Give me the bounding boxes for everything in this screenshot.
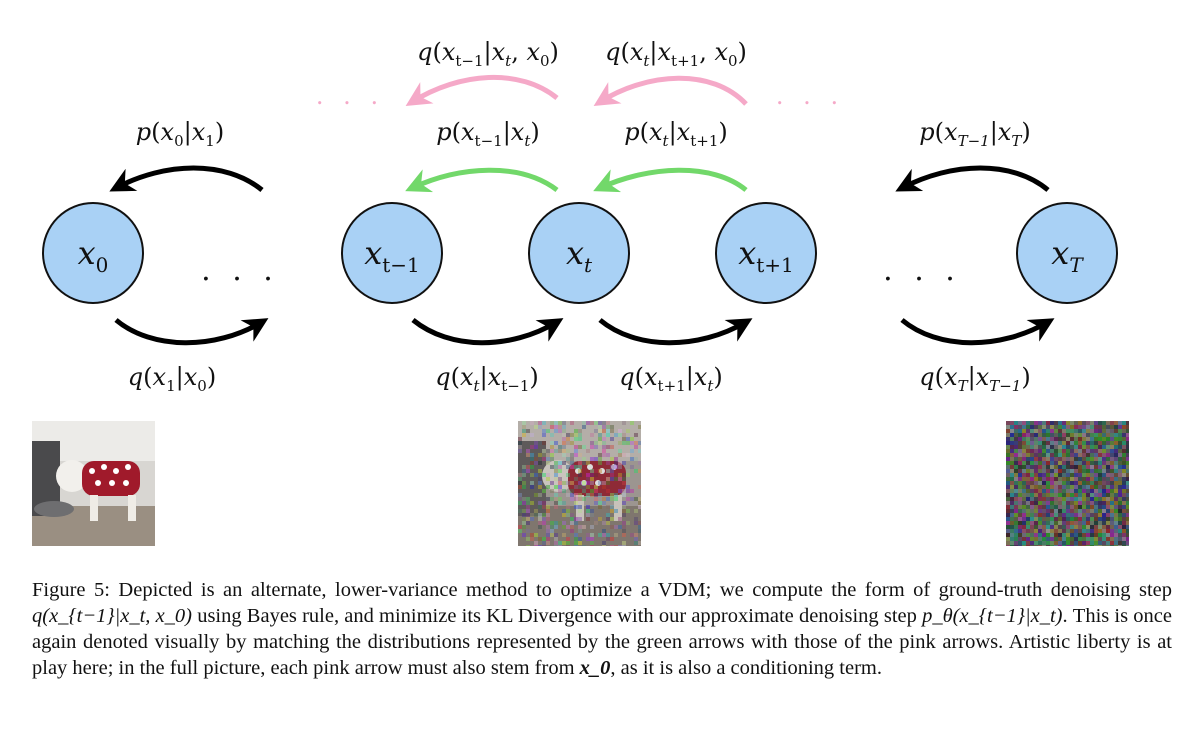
ellipsis-left: . . .: [201, 253, 279, 288]
forward-arrow-xt-xt+1: [598, 318, 753, 346]
label-q-x1-x0: q(x1|x0): [128, 363, 216, 395]
label-p-x0-x1: p(x0|x1): [136, 118, 224, 150]
pink-arrow-2: [593, 75, 748, 106]
green-arrow-2: [593, 167, 748, 193]
green-arrow-1: [405, 167, 559, 193]
svg-text:xt: xt: [566, 234, 593, 277]
ellipsis-top-left: . . .: [316, 82, 384, 110]
caption-math-x0: x_0: [579, 657, 611, 679]
node-xt+1: xt+1: [715, 202, 817, 304]
label-p-xt-1-xt: p(xt−1|xt): [436, 118, 539, 150]
reverse-arrow-xT-xT-1: [895, 165, 1050, 192]
label-q-xT-xT-1: q(xT|xT−1): [919, 363, 1030, 395]
clean-dog-photo: [32, 421, 155, 546]
pure-noise-image: [1006, 421, 1129, 546]
diagram-canvas: x0 xt−1 xt xt+1 xT . . . . . . . . . . .…: [42, 38, 1118, 395]
label-pink-q-xt-1: q(xt−1|xt, x0): [417, 38, 559, 70]
reverse-arrow-x1-x0: [109, 165, 264, 192]
caption-text-2: using Bayes rule, and minimize its KL Di…: [192, 605, 923, 627]
node-xt: xt: [528, 202, 630, 304]
noisy-dog-photo: [518, 421, 641, 546]
node-xt-1: xt−1: [341, 202, 443, 304]
ellipsis-right: . . .: [883, 253, 961, 288]
figure-caption: Figure 5: Depicted is an alternate, lowe…: [32, 577, 1172, 681]
label-p-xT-1-xT: p(xT−1|xT): [919, 118, 1030, 150]
label-p-xt-xt+1: p(xt|xt+1): [624, 118, 727, 150]
pink-arrow-1: [405, 74, 559, 106]
forward-arrow-x0-x1: [114, 318, 269, 346]
svg-text:xT: xT: [1051, 234, 1084, 277]
label-pink-q-xt: q(xt|xt+1, x0): [605, 38, 747, 70]
forward-arrow-xT-1-xT: [900, 318, 1055, 346]
label-q-xt+1-xt: q(xt+1|xt): [619, 363, 722, 395]
svg-text:xt−1: xt−1: [364, 234, 420, 277]
caption-math-q: q(x_{t−1}|x_t, x_0): [32, 605, 193, 627]
node-x0: x0: [42, 202, 144, 304]
caption-text-1: Figure 5: Depicted is an alternate, lowe…: [32, 579, 1172, 601]
caption-text-3: . This is once again denoted visually by…: [32, 605, 1172, 679]
caption-math-p: p_θ(x_{t−1}|x_t): [922, 605, 1063, 627]
forward-arrow-xt-1-xt: [411, 318, 564, 346]
caption-text-4: , as it is also a conditioning term.: [610, 657, 882, 679]
ellipsis-top-right: . . .: [776, 82, 844, 110]
svg-text:xt+1: xt+1: [738, 234, 794, 277]
label-q-xt-xt-1: q(xt|xt−1): [435, 363, 538, 395]
node-xT: xT: [1016, 202, 1118, 304]
svg-text:x0: x0: [78, 234, 109, 277]
